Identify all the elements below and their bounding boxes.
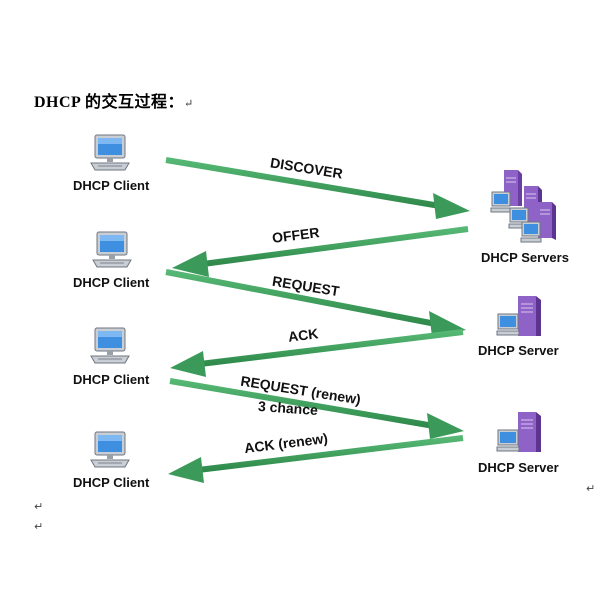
server-label-1: DHCP Server	[478, 343, 559, 358]
server-label-2: DHCP Server	[478, 460, 559, 475]
arrow-discover	[165, 157, 470, 219]
client-label-1: DHCP Client	[73, 178, 150, 193]
arrow-ack-renew	[168, 435, 464, 483]
return-mark: ↵	[34, 521, 44, 533]
server-group-label: DHCP Servers	[481, 250, 569, 265]
return-mark: ↵	[586, 483, 596, 495]
computer-icon	[88, 430, 132, 475]
arrow-ack	[170, 329, 464, 377]
title-text: DHCP 的交互过程：	[34, 94, 184, 111]
computer-icon	[90, 230, 134, 275]
arrow-request-renew	[169, 378, 464, 439]
computer-icon	[88, 326, 132, 371]
return-mark: ↵	[183, 98, 194, 110]
server-icon	[496, 410, 546, 459]
server-group-icon	[488, 168, 568, 251]
client-label-3: DHCP Client	[73, 372, 150, 387]
return-mark: ↵	[34, 501, 44, 513]
client-label-4: DHCP Client	[73, 475, 150, 490]
client-label-2: DHCP Client	[73, 275, 150, 290]
computer-icon	[88, 133, 132, 178]
server-icon	[496, 294, 546, 343]
page-title: DHCP 的交互过程：↵	[34, 88, 194, 112]
arrow-offer	[172, 226, 469, 277]
